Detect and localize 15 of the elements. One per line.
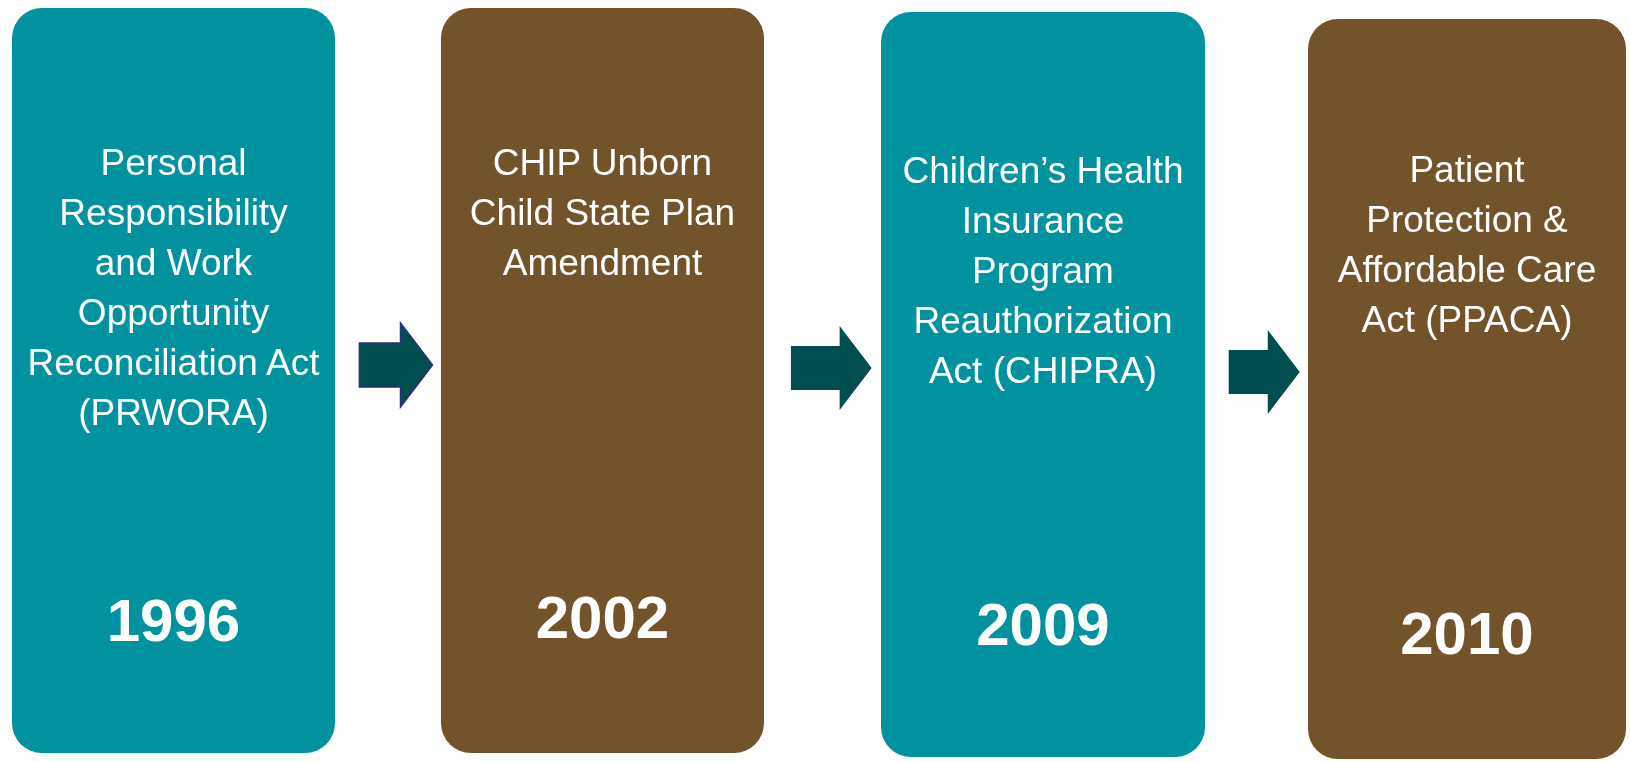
block-arrow	[790, 326, 872, 410]
timeline-card	[881, 12, 1205, 757]
year-label: 2010	[1399, 599, 1535, 669]
year-label: 2009	[975, 590, 1111, 660]
act-name: Children’s Health Insurance Program Reauthorization Act (CHIPRA)	[901, 149, 1185, 393]
act-name: Patient Protection & Affordable Care Act (PPACA)	[1336, 148, 1598, 342]
timeline-card	[1308, 19, 1626, 759]
year-label: 1996	[105, 586, 242, 656]
act-name: Personal Responsibility and Work Opportunity Reconciliation Act (PRWORA)	[26, 141, 321, 435]
year-label: 2002	[534, 583, 671, 653]
block-arrow	[1228, 330, 1300, 414]
block-arrow	[358, 320, 434, 410]
timeline-card	[12, 8, 335, 753]
timeline-card	[441, 8, 764, 753]
act-name: CHIP Unborn Child State Plan Amendment	[468, 141, 737, 285]
